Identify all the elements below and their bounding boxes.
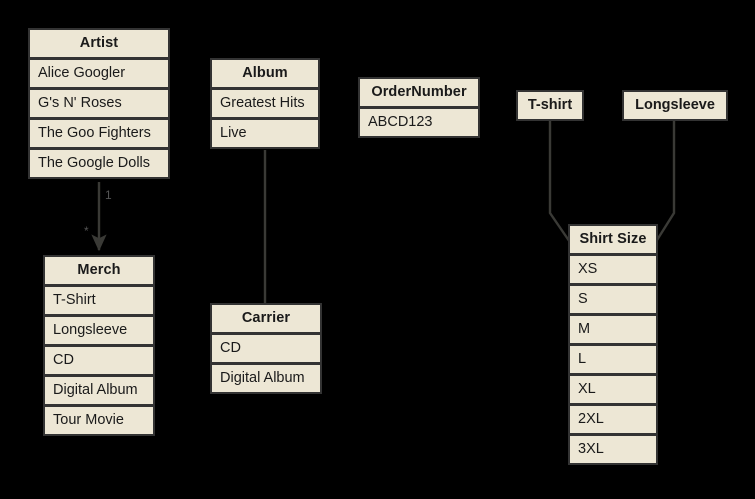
- album-row-0[interactable]: Greatest Hits: [210, 88, 320, 119]
- merch-row-3[interactable]: Digital Album: [43, 375, 155, 406]
- shirtsize-row-5[interactable]: 2XL: [568, 404, 658, 435]
- artist-merch-source-multiplicity: 1: [105, 188, 112, 202]
- merch-table: Merch T-Shirt Longsleeve CD Digital Albu…: [43, 255, 155, 436]
- ordernumber-table-header: OrderNumber: [358, 77, 480, 108]
- artist-row-3[interactable]: The Google Dolls: [28, 148, 170, 179]
- carrier-row-1[interactable]: Digital Album: [210, 363, 322, 394]
- tshirt-node-label: T-shirt: [516, 90, 584, 121]
- artist-table-header: Artist: [28, 28, 170, 59]
- album-row-1[interactable]: Live: [210, 118, 320, 149]
- artist-merch-target-multiplicity: *: [84, 224, 89, 238]
- carrier-row-0[interactable]: CD: [210, 333, 322, 364]
- shirtsize-row-3[interactable]: L: [568, 344, 658, 375]
- album-table-header: Album: [210, 58, 320, 89]
- shirtsize-row-0[interactable]: XS: [568, 254, 658, 285]
- shirtsize-row-6[interactable]: 3XL: [568, 434, 658, 465]
- longsleeve-node-label: Longsleeve: [622, 90, 728, 121]
- shirtsize-row-4[interactable]: XL: [568, 374, 658, 405]
- longsleeve-node[interactable]: Longsleeve: [622, 90, 728, 121]
- ordernumber-row-0[interactable]: ABCD123: [358, 107, 480, 138]
- tshirt-node[interactable]: T-shirt: [516, 90, 584, 121]
- artist-table: Artist Alice Googler G's N' Roses The Go…: [28, 28, 170, 179]
- merch-row-2[interactable]: CD: [43, 345, 155, 376]
- artist-row-2[interactable]: The Goo Fighters: [28, 118, 170, 149]
- merch-table-header: Merch: [43, 255, 155, 286]
- carrier-table-header: Carrier: [210, 303, 322, 334]
- shirtsize-row-1[interactable]: S: [568, 284, 658, 315]
- album-table: Album Greatest Hits Live: [210, 58, 320, 149]
- shirtsize-table-header: Shirt Size: [568, 224, 658, 255]
- carrier-table: Carrier CD Digital Album: [210, 303, 322, 394]
- artist-row-0[interactable]: Alice Googler: [28, 58, 170, 89]
- merch-row-4[interactable]: Tour Movie: [43, 405, 155, 436]
- merch-row-1[interactable]: Longsleeve: [43, 315, 155, 346]
- merch-row-0[interactable]: T-Shirt: [43, 285, 155, 316]
- ordernumber-table: OrderNumber ABCD123: [358, 77, 480, 138]
- artist-row-1[interactable]: G's N' Roses: [28, 88, 170, 119]
- shirtsize-row-2[interactable]: M: [568, 314, 658, 345]
- shirtsize-table: Shirt Size XS S M L XL 2XL 3XL: [568, 224, 658, 465]
